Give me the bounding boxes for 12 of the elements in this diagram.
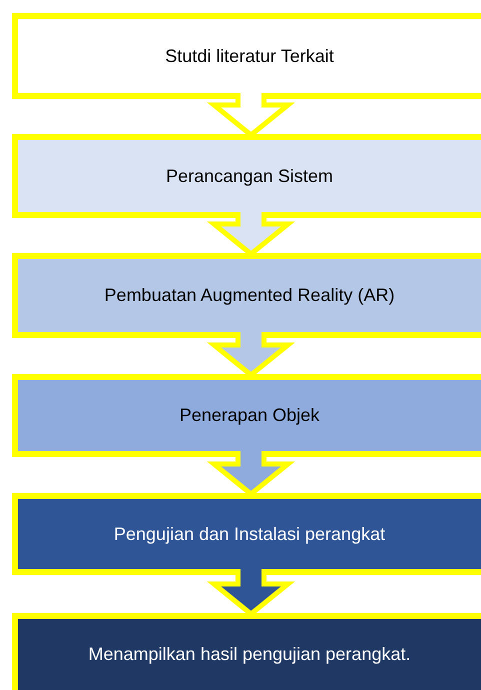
process-box: [12, 13, 481, 99]
step-label: Pembuatan Augmented Reality (AR): [104, 285, 395, 306]
process-box: [12, 253, 481, 338]
process-box: [12, 134, 481, 218]
step-label: Perancangan Sistem: [166, 166, 334, 186]
process-box: [12, 374, 481, 457]
process-box: [12, 493, 481, 575]
step-label: Pengujian dan Instalasi perangkat: [114, 524, 386, 544]
step-label: Menampilkan hasil pengujian perangkat.: [88, 644, 411, 665]
step-label: Penerapan Objek: [179, 405, 320, 426]
process-box: [12, 613, 481, 690]
step-label: Stutdi literatur Terkait: [165, 46, 334, 66]
